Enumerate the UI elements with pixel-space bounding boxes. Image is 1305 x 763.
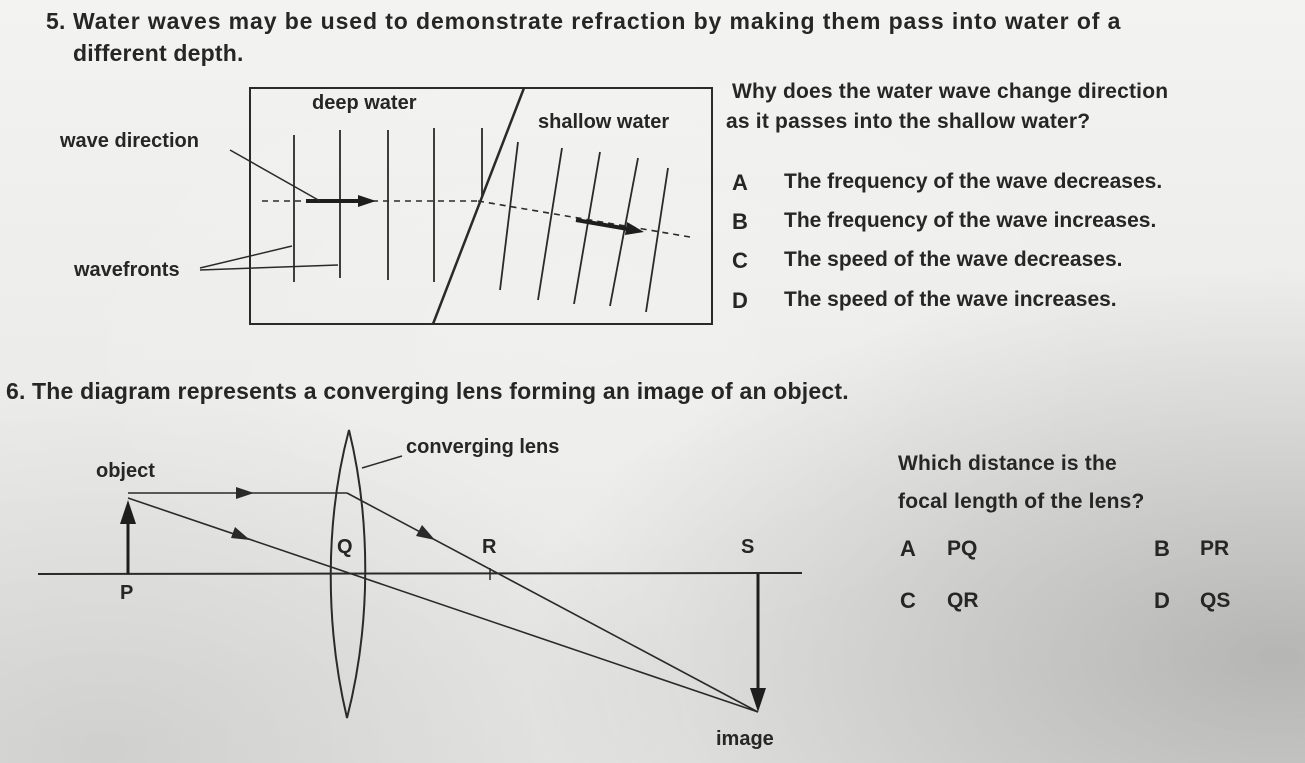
- question-5-prompt-line-1: Why does the water wave change direction: [732, 80, 1169, 103]
- question-6-number: 6.: [6, 378, 26, 404]
- q6-option-b-text[interactable]: PR: [1200, 537, 1230, 560]
- wavefronts-label: wavefronts: [74, 259, 180, 281]
- arrowhead-shallow-icon: [625, 222, 644, 235]
- q6-option-c-letter[interactable]: C: [900, 588, 916, 613]
- question-6-stem: The diagram represents a converging lens…: [32, 378, 849, 404]
- q5-option-d-letter[interactable]: D: [732, 288, 748, 313]
- principal-axis: [37, 572, 803, 575]
- question-6-prompt-line-2: focal length of the lens?: [898, 490, 1145, 513]
- question-5-number: 5.: [46, 8, 66, 34]
- question-5-prompt-line-2: as it passes into the shallow water?: [726, 110, 1091, 133]
- question-5-line-2: different depth.: [73, 40, 244, 66]
- ray-refracted-arrow-icon: [416, 525, 435, 540]
- ray-parallel-refracted: [346, 492, 759, 713]
- q6-option-a-text[interactable]: PQ: [947, 537, 978, 560]
- deep-water-label: deep water: [312, 92, 417, 114]
- ray-parallel-arrow-icon: [236, 487, 254, 499]
- wave-direction-leader: [229, 149, 321, 202]
- wavefront-shallow-3: [573, 151, 601, 305]
- q5-option-b-text[interactable]: The frequency of the wave increases.: [784, 209, 1157, 232]
- shallow-water-label: shallow water: [538, 111, 670, 133]
- depth-boundary-line: [431, 87, 526, 325]
- wavefront-shallow-4: [609, 157, 639, 307]
- q5-option-a-letter[interactable]: A: [732, 170, 748, 195]
- object-arrowhead-icon: [120, 500, 136, 524]
- lens-ray-diagram: [37, 429, 803, 719]
- wavefront-shallow-2: [537, 147, 563, 301]
- q5-option-c-text[interactable]: The speed of the wave decreases.: [784, 248, 1123, 271]
- point-s-label: S: [741, 536, 755, 558]
- converging-lens-label: converging lens: [406, 436, 560, 458]
- point-q-label: Q: [337, 536, 353, 558]
- ray-centre-arrow-icon: [231, 527, 250, 540]
- q5-option-b-letter[interactable]: B: [732, 209, 748, 234]
- refraction-diagram: [199, 87, 713, 325]
- ray-through-centre: [127, 497, 759, 713]
- ripple-tank-outline: [249, 87, 713, 325]
- wave-direction-label: wave direction: [60, 130, 199, 152]
- q6-option-d-text[interactable]: QS: [1200, 589, 1231, 612]
- wavefront-shallow-5: [645, 167, 669, 313]
- q5-option-d-text[interactable]: The speed of the wave increases.: [784, 288, 1117, 311]
- question-6-prompt-line-1: Which distance is the: [898, 452, 1117, 475]
- point-r-label: R: [482, 536, 497, 558]
- image-arrowhead-icon: [750, 688, 766, 712]
- question-5-line-1: Water waves may be used to demonstrate r…: [73, 8, 1122, 34]
- point-p-label: P: [120, 582, 134, 604]
- converging-lens-shape: [329, 429, 367, 719]
- q5-option-a-text[interactable]: The frequency of the wave decreases.: [784, 170, 1163, 193]
- wavefronts-leader-1: [199, 245, 293, 269]
- arrowhead-deep-icon: [358, 195, 376, 207]
- q6-option-d-letter[interactable]: D: [1154, 588, 1170, 613]
- object-label: object: [96, 460, 155, 482]
- wavefronts-leader-2: [199, 264, 339, 271]
- q6-option-b-letter[interactable]: B: [1154, 536, 1170, 561]
- lens-label-leader: [361, 455, 403, 469]
- q6-option-c-text[interactable]: QR: [947, 589, 979, 612]
- q6-option-a-letter[interactable]: A: [900, 536, 916, 561]
- wavefront-shallow-1: [499, 141, 519, 291]
- image-label: image: [716, 728, 774, 750]
- wave-direction-arrow-shallow: [575, 218, 629, 231]
- q5-option-c-letter[interactable]: C: [732, 248, 748, 273]
- direction-dashed-line-shallow: [477, 200, 691, 238]
